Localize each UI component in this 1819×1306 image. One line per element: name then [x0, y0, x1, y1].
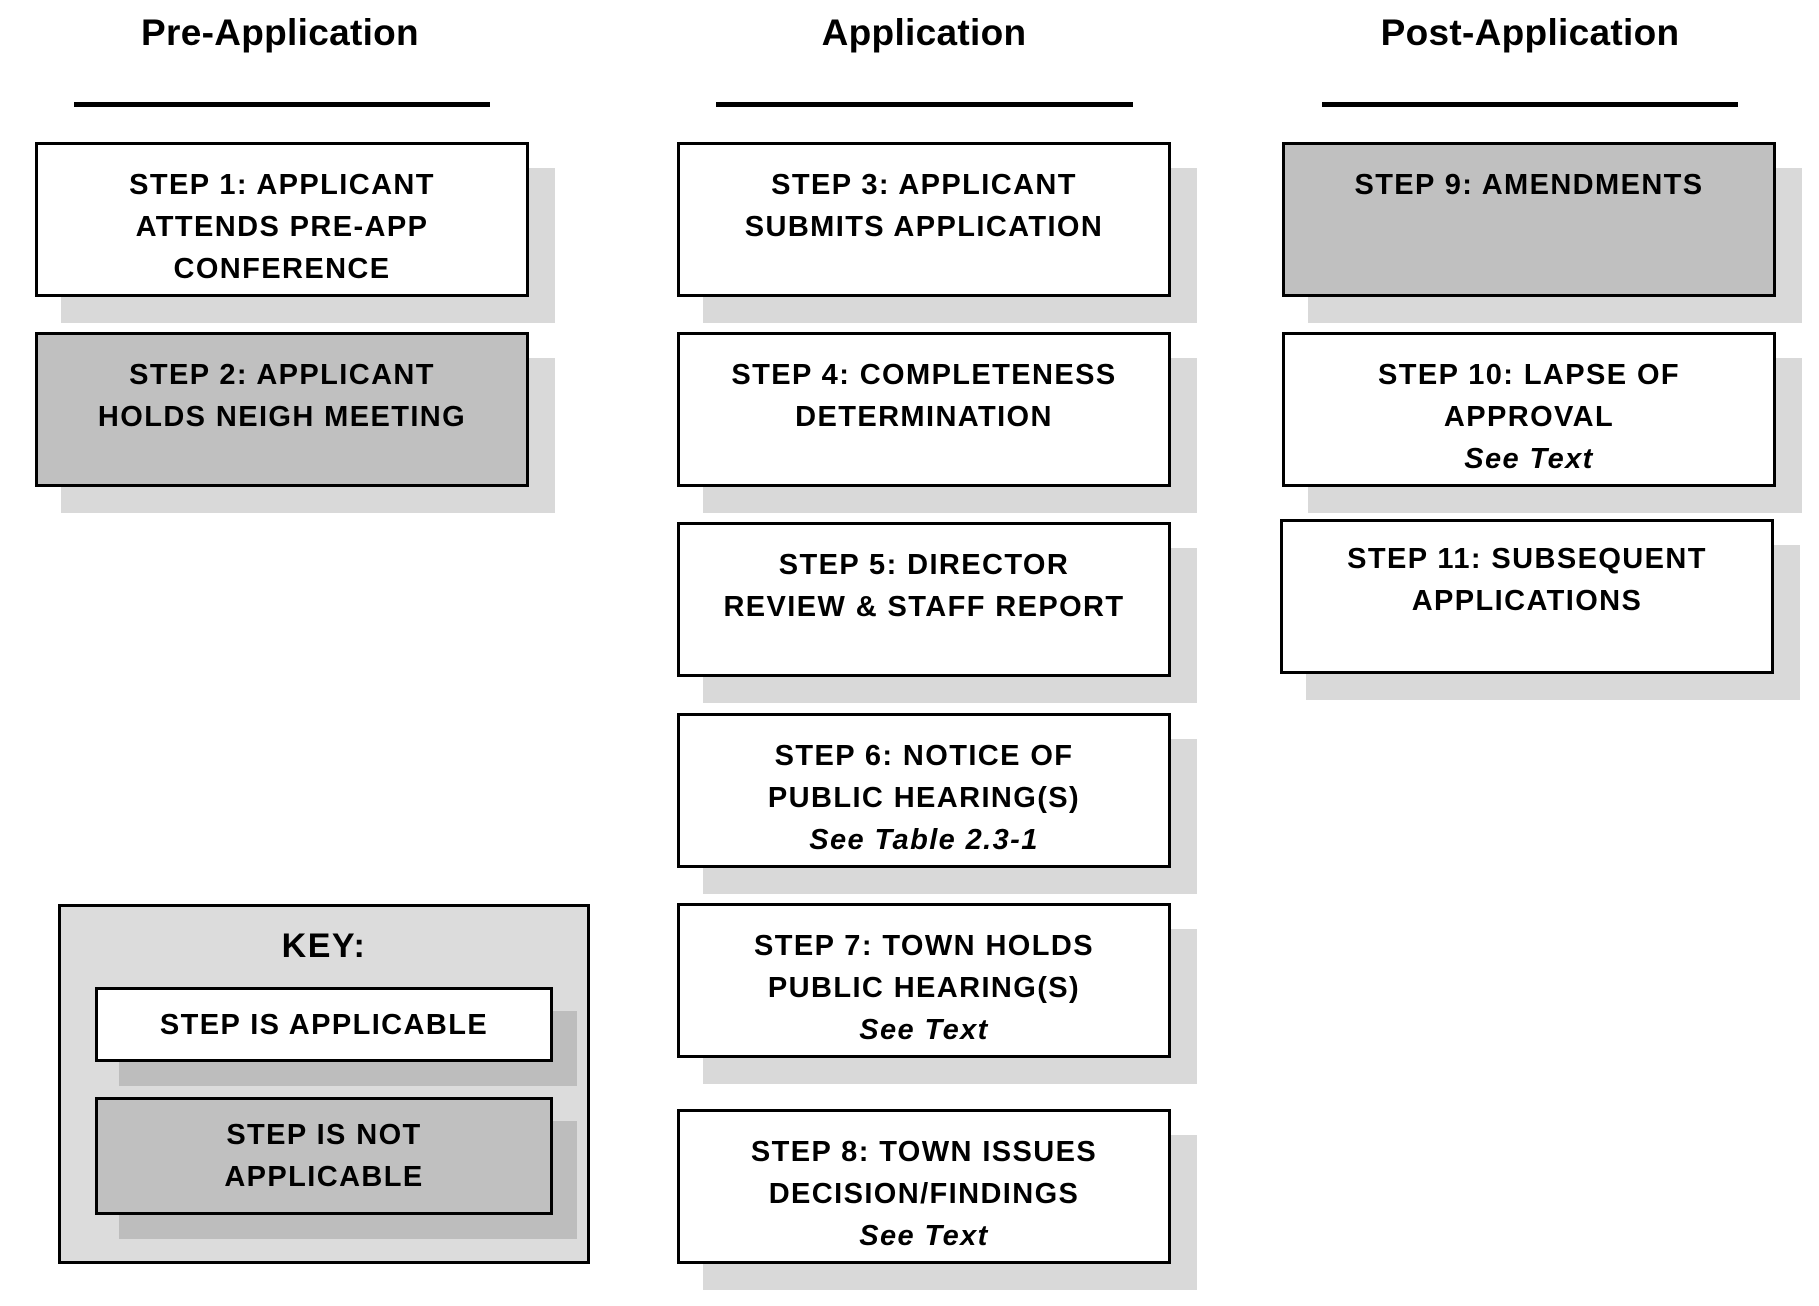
step-5-line-2: REVIEW & STAFF REPORT: [723, 591, 1125, 623]
step-3-line-1: STEP 3: APPLICANT: [771, 169, 1077, 201]
legend-not-applicable-line-1: STEP IS NOT: [226, 1119, 422, 1151]
step-11-box: STEP 11: SUBSEQUENT APPLICATIONS: [1280, 519, 1774, 674]
step-10-box: STEP 10: LAPSE OF APPROVAL See Text: [1282, 332, 1776, 487]
column-title-post-application: Post-Application: [1380, 12, 1680, 53]
step-4-line-1: STEP 4: COMPLETENESS: [731, 359, 1117, 391]
step-8-line-1: STEP 8: TOWN ISSUES: [750, 1136, 1098, 1168]
step-10-line-1: STEP 10: LAPSE OF: [1377, 359, 1681, 391]
column-rule-post-application: [1322, 102, 1738, 107]
step-11-line-2: APPLICATIONS: [1411, 585, 1643, 617]
legend-applicable-label: STEP IS APPLICABLE: [159, 1009, 489, 1041]
step-1-line-2: ATTENDS PRE-APP: [135, 211, 429, 243]
step-2-box: STEP 2: APPLICANT HOLDS NEIGH MEETING: [35, 332, 529, 487]
step-7-note: See Text: [859, 1014, 989, 1046]
step-10-line-2: APPROVAL: [1443, 401, 1615, 433]
step-7-line-2: PUBLIC HEARING(S): [767, 972, 1081, 1004]
step-3-line-2: SUBMITS APPLICATION: [744, 211, 1104, 243]
step-9-line-1: STEP 9: AMENDMENTS: [1354, 169, 1704, 201]
column-rule-application: [716, 102, 1133, 107]
step-7-box: STEP 7: TOWN HOLDS PUBLIC HEARING(S) See…: [677, 903, 1171, 1058]
column-title-pre-application: Pre-Application: [141, 12, 419, 53]
step-8-line-2: DECISION/FINDINGS: [768, 1178, 1080, 1210]
legend-key: KEY: STEP IS APPLICABLE STEP IS NOT APPL…: [58, 904, 590, 1264]
column-title-application: Application: [821, 12, 1027, 53]
step-9-box: STEP 9: AMENDMENTS: [1282, 142, 1776, 297]
step-5-line-1: STEP 5: DIRECTOR: [778, 549, 1070, 581]
step-1-line-3: CONFERENCE: [173, 253, 391, 285]
legend-not-applicable-line-2: APPLICABLE: [224, 1161, 424, 1193]
step-7-line-1: STEP 7: TOWN HOLDS: [754, 930, 1094, 962]
step-6-box: STEP 6: NOTICE OF PUBLIC HEARING(S) See …: [677, 713, 1171, 868]
step-5-box: STEP 5: DIRECTOR REVIEW & STAFF REPORT: [677, 522, 1171, 677]
step-3-box: STEP 3: APPLICANT SUBMITS APPLICATION: [677, 142, 1171, 297]
step-10-note: See Text: [1464, 443, 1594, 475]
column-rule-pre-application: [74, 102, 490, 107]
legend-item-applicable: STEP IS APPLICABLE: [95, 987, 553, 1062]
step-11-line-1: STEP 11: SUBSEQUENT: [1347, 543, 1707, 575]
step-6-line-1: STEP 6: NOTICE OF: [774, 740, 1074, 772]
step-4-line-2: DETERMINATION: [795, 401, 1053, 433]
step-6-line-2: PUBLIC HEARING(S): [767, 782, 1081, 814]
legend-title: KEY:: [281, 927, 367, 965]
step-1-line-1: STEP 1: APPLICANT: [129, 169, 435, 201]
legend-item-not-applicable: STEP IS NOT APPLICABLE: [95, 1097, 553, 1215]
step-8-note: See Text: [859, 1220, 989, 1252]
step-2-line-2: HOLDS NEIGH MEETING: [97, 401, 467, 433]
step-8-box: STEP 8: TOWN ISSUES DECISION/FINDINGS Se…: [677, 1109, 1171, 1264]
step-1-box: STEP 1: APPLICANT ATTENDS PRE-APP CONFER…: [35, 142, 529, 297]
step-4-box: STEP 4: COMPLETENESS DETERMINATION: [677, 332, 1171, 487]
step-6-note: See Table 2.3-1: [809, 824, 1039, 856]
step-2-line-1: STEP 2: APPLICANT: [129, 359, 435, 391]
